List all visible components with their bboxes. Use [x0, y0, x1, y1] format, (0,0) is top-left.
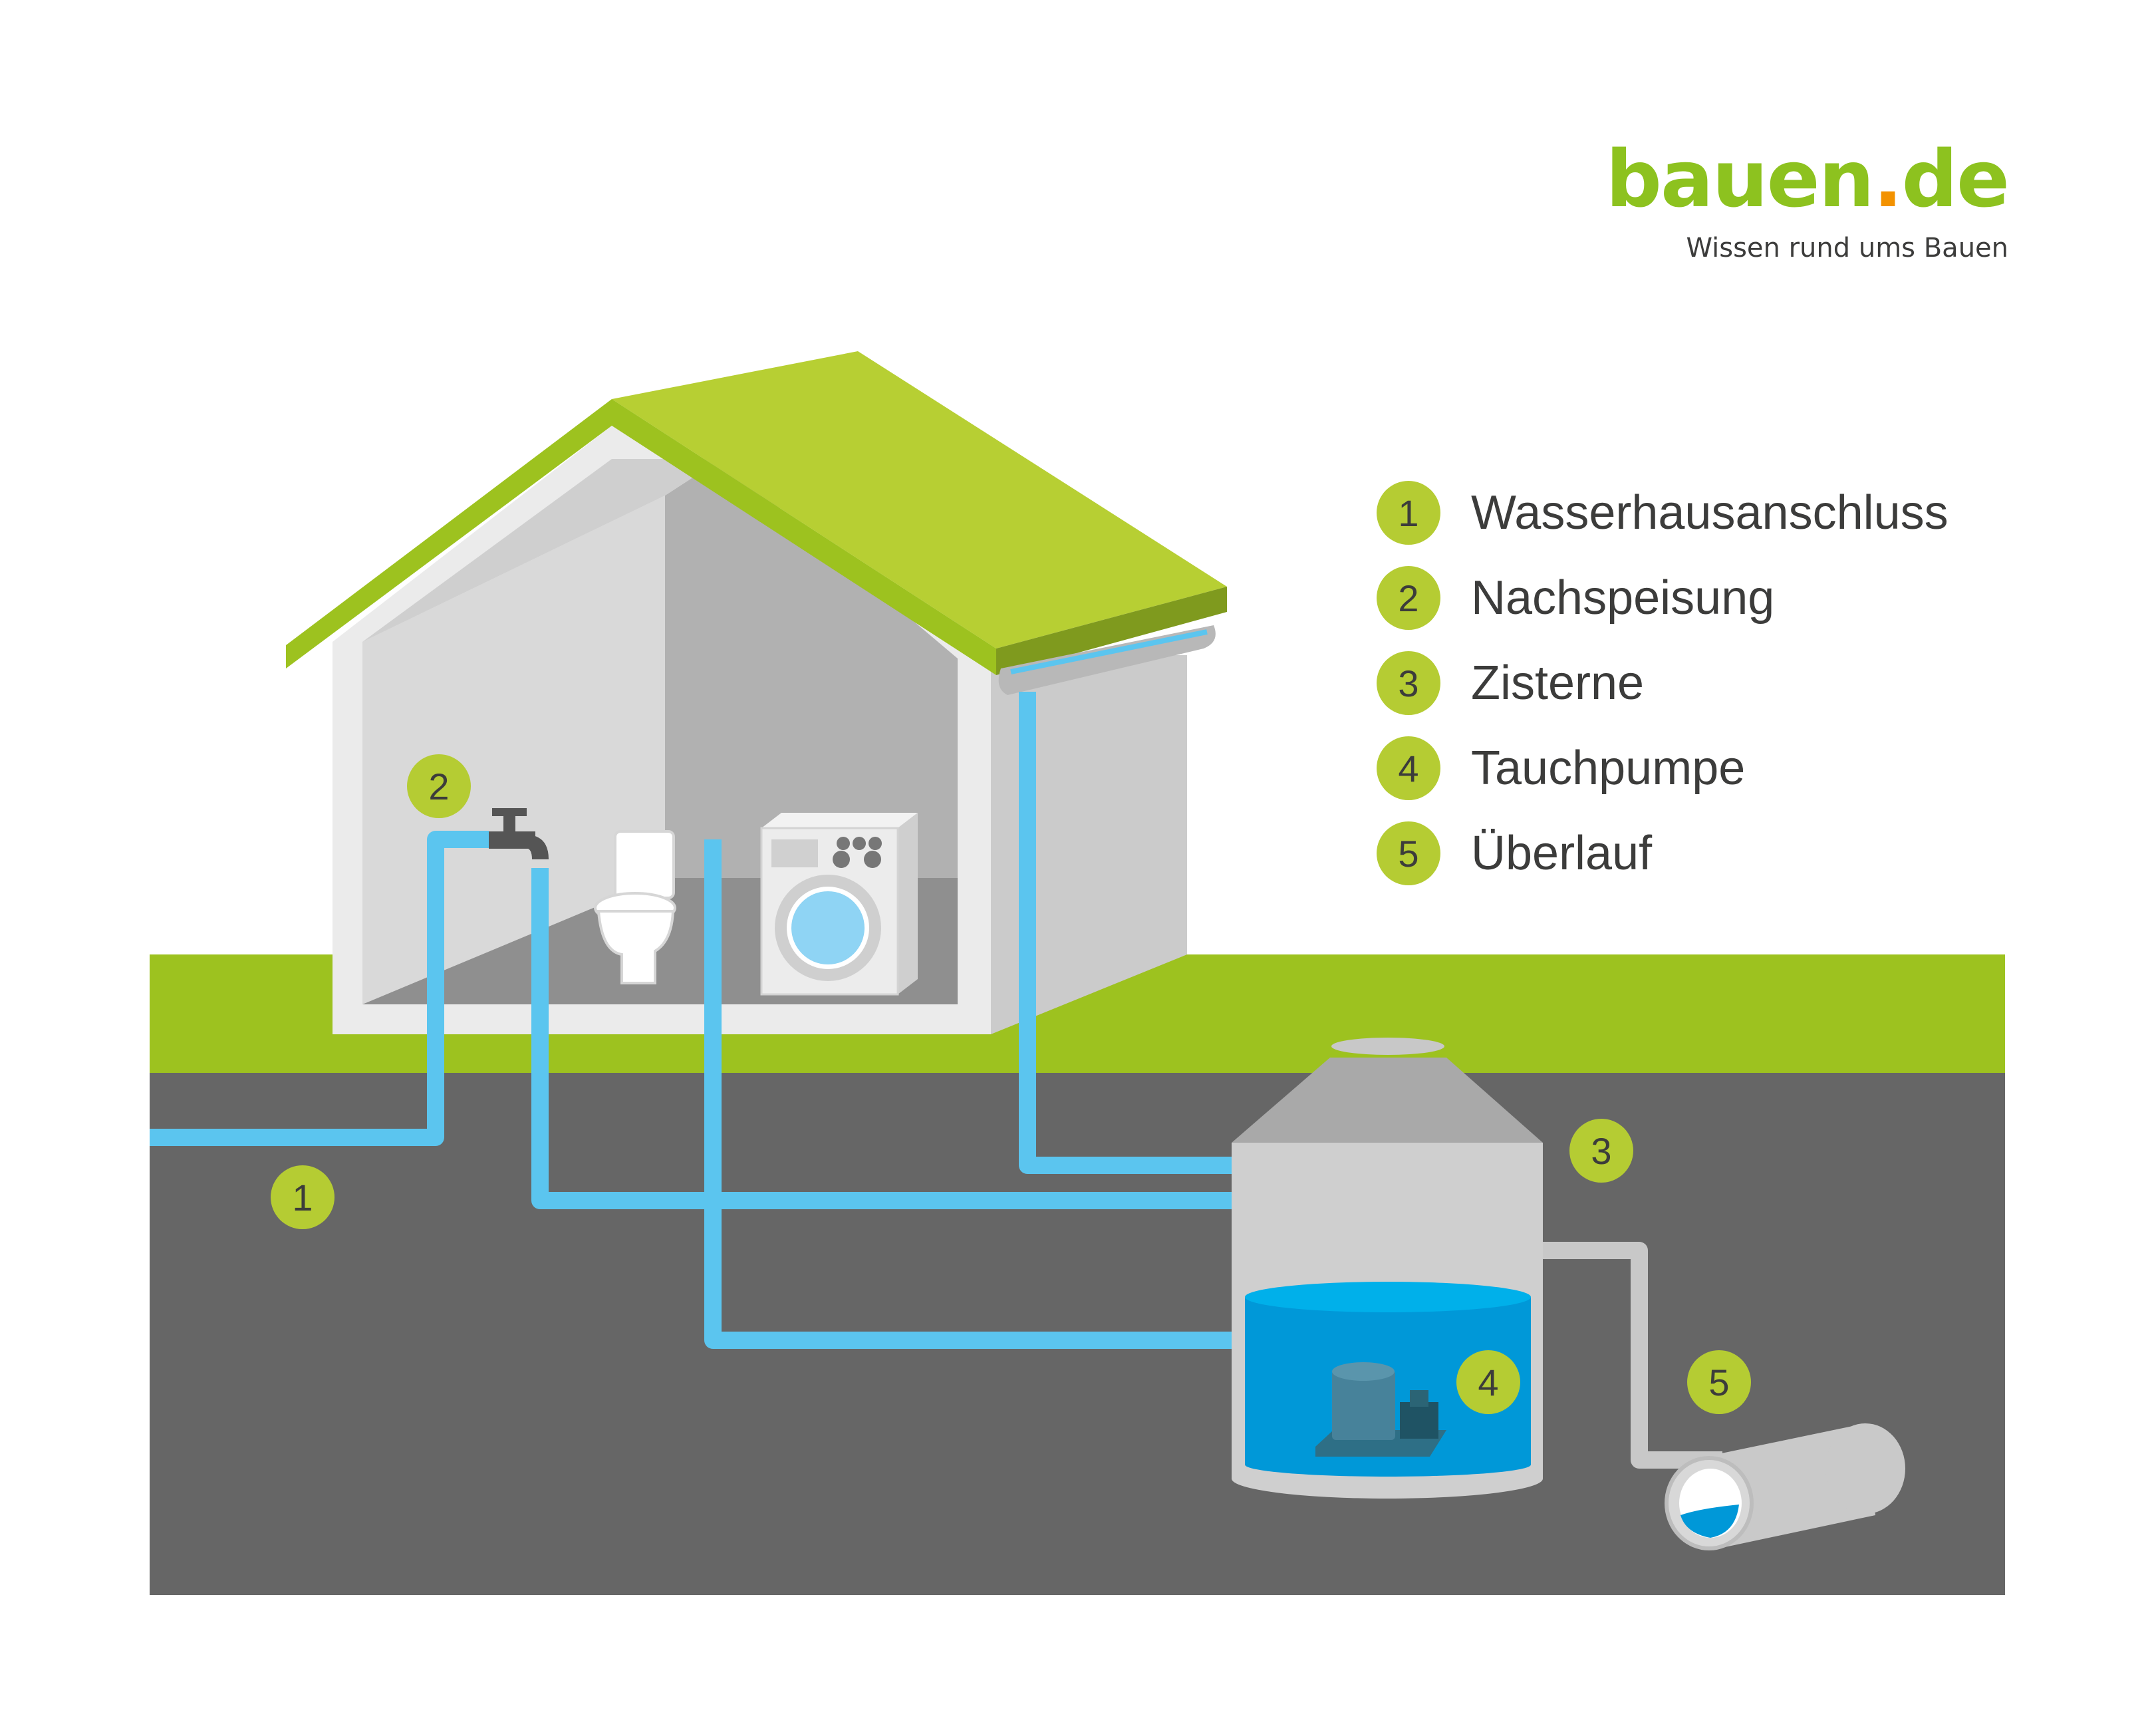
house-side-wall	[991, 655, 1187, 1034]
roof-fascia	[996, 587, 1227, 675]
gutter-water	[1010, 629, 1208, 674]
submersible-pump	[1315, 1362, 1446, 1457]
svg-text:5: 5	[1708, 1362, 1729, 1403]
brand-dot: .	[1873, 133, 1903, 225]
legend-item: 2 Nachspeisung	[1377, 565, 1949, 631]
legend-item: 3 Zisterne	[1377, 651, 1949, 716]
svg-text:1: 1	[292, 1177, 313, 1219]
legend-item: 1 Wasserhausanschluss	[1377, 480, 1949, 545]
legend-badge: 1	[1377, 481, 1440, 545]
pipe-overflow	[1543, 1242, 1722, 1469]
house-interior-back-wall	[665, 459, 958, 878]
brand-tld: de	[1901, 133, 2010, 225]
legend-label: Nachspeisung	[1471, 571, 1775, 625]
washing-machine	[760, 813, 918, 996]
legend-label: Zisterne	[1471, 656, 1645, 710]
house-interior-ceiling	[362, 459, 722, 642]
marker-house-connection: 1	[271, 1165, 335, 1229]
svg-text:4: 4	[1478, 1362, 1498, 1403]
svg-text:2: 2	[428, 766, 449, 807]
legend-item: 4 Tauchpumpe	[1377, 736, 1949, 801]
legend-label: Überlauf	[1471, 827, 1653, 880]
marker-overflow: 5	[1687, 1350, 1751, 1414]
brand-logo: bauen.de Wissen rund ums Bauen	[1530, 140, 2010, 263]
legend-label: Tauchpumpe	[1471, 742, 1746, 795]
brand-tagline: Wissen rund ums Bauen	[1686, 233, 2008, 263]
overflow-pipe	[1665, 1423, 1905, 1550]
legend-badge: 2	[1377, 566, 1440, 630]
pipe-water-house-connection	[150, 831, 489, 1146]
water-faucet	[489, 808, 549, 859]
legend-badge: 4	[1377, 736, 1440, 800]
legend-label: Wasserhausanschluss	[1471, 486, 1949, 539]
legend: 1 Wasserhausanschluss 2 Nachspeisung 3 Z…	[1377, 480, 1949, 906]
pipe-downspout	[1019, 692, 1232, 1174]
legend-badge: 3	[1377, 651, 1440, 715]
svg-text:3: 3	[1591, 1130, 1611, 1172]
marker-cistern: 3	[1569, 1119, 1633, 1183]
marker-pump: 4	[1456, 1350, 1520, 1414]
pipe-refill	[531, 868, 1232, 1209]
legend-item: 5 Überlauf	[1377, 821, 1949, 886]
brand-name: bauen.de	[1530, 140, 2010, 218]
brand-name-main: bauen	[1605, 133, 1875, 225]
toilet	[594, 830, 676, 984]
legend-badge: 5	[1377, 821, 1440, 885]
marker-refill: 2	[407, 754, 471, 818]
roof-top	[612, 351, 1227, 649]
